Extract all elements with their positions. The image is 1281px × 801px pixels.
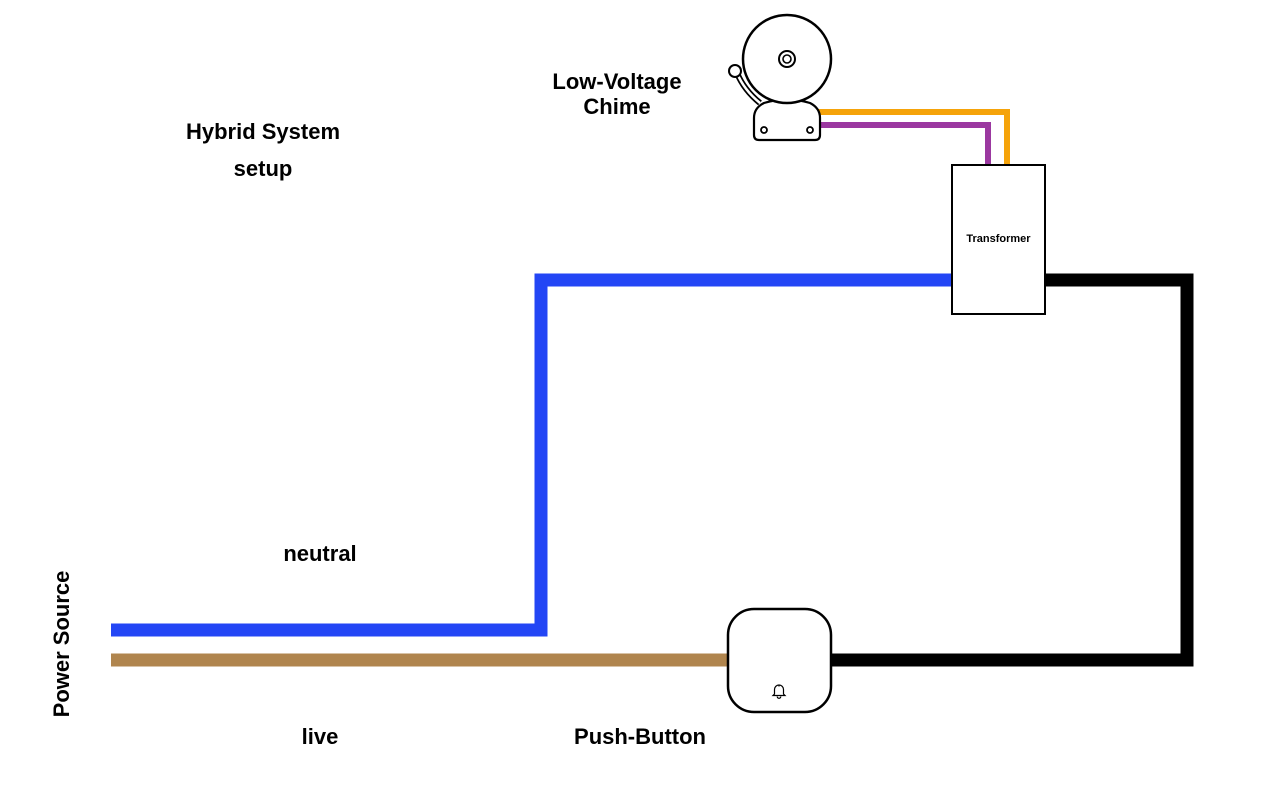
chime-label: Low-Voltage Chime — [552, 69, 682, 119]
low-voltage-wire-orange — [818, 109, 1010, 165]
low-voltage-wire-purple — [818, 122, 991, 165]
live-label: live — [301, 724, 339, 749]
chime-bell-icon — [728, 13, 833, 142]
neutral-wire — [111, 273, 952, 637]
neutral-label: neutral — [283, 541, 357, 566]
transformer-box — [951, 164, 1046, 315]
push-button[interactable] — [726, 607, 833, 714]
power-source-label: Power Source — [49, 570, 74, 718]
return-wire — [831, 273, 1194, 667]
bell-icon — [771, 684, 787, 699]
push-button-label: Push-Button — [574, 724, 706, 749]
transformer-label: Transformer — [966, 233, 1031, 245]
diagram-subtitle: setup — [233, 156, 293, 181]
diagram-title: Hybrid System — [185, 119, 341, 144]
